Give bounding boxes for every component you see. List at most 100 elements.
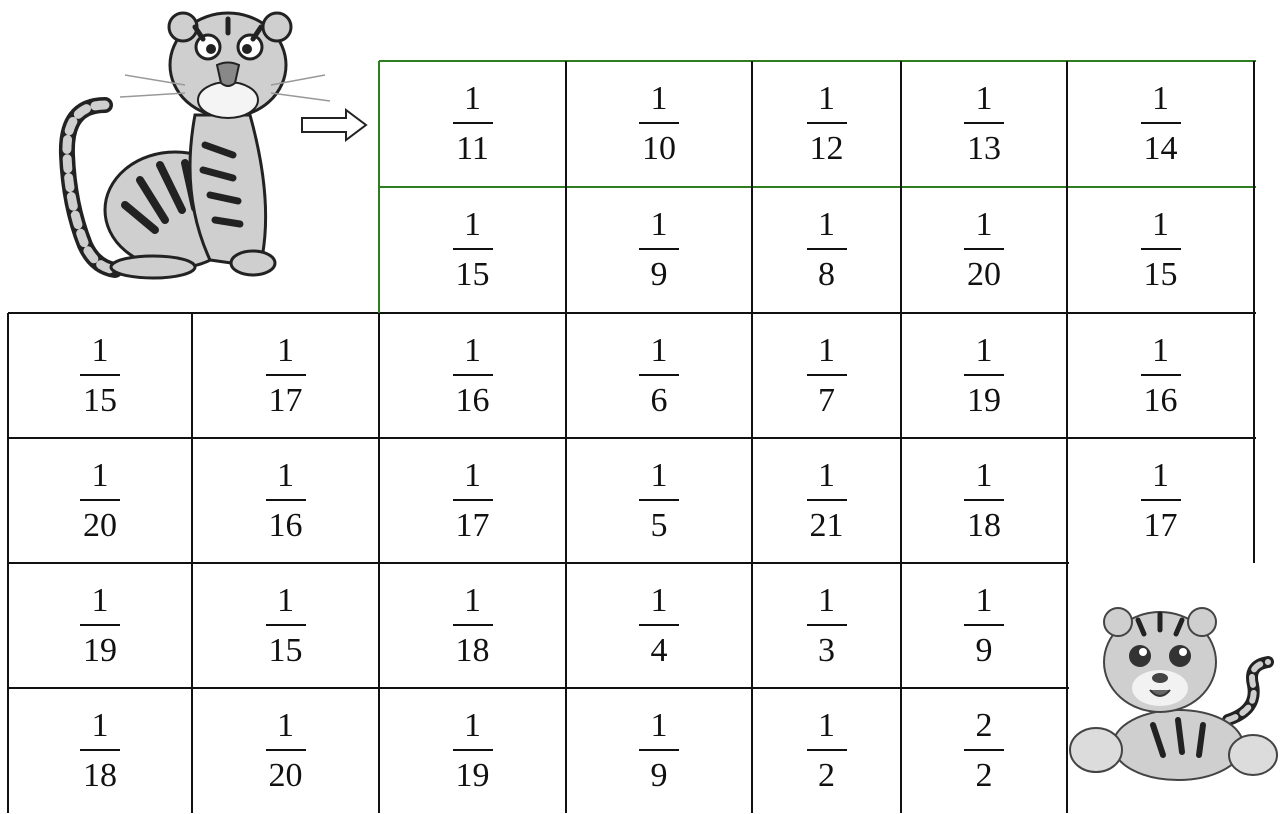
fraction: 14 [639, 584, 679, 668]
grid-line [900, 61, 902, 313]
denominator: 20 [967, 250, 1001, 292]
grid-line [8, 437, 1256, 439]
numerator: 1 [976, 584, 993, 624]
numerator: 1 [976, 82, 993, 122]
numerator: 1 [92, 334, 109, 374]
grid-line [8, 687, 1069, 689]
numerator: 1 [818, 709, 835, 749]
fraction: 118 [453, 584, 493, 668]
numerator: 1 [464, 709, 481, 749]
fraction: 114 [1141, 82, 1181, 166]
numerator: 1 [277, 709, 294, 749]
denominator: 2 [976, 751, 993, 793]
numerator: 1 [651, 459, 668, 499]
numerator: 2 [976, 709, 993, 749]
denominator: 21 [810, 501, 844, 543]
numerator: 1 [976, 208, 993, 248]
fraction: 116 [266, 459, 306, 543]
numerator: 1 [976, 459, 993, 499]
grid-line [379, 186, 1256, 188]
denominator: 2 [818, 751, 835, 793]
grid-line [1066, 313, 1068, 813]
numerator: 1 [277, 584, 294, 624]
denominator: 16 [456, 376, 490, 418]
denominator: 10 [642, 124, 676, 166]
numerator: 1 [464, 208, 481, 248]
fraction: 19 [639, 709, 679, 793]
numerator: 1 [976, 334, 993, 374]
denominator: 9 [651, 751, 668, 793]
grid-line [1066, 61, 1068, 313]
grid-line [1253, 313, 1255, 563]
numerator: 1 [92, 709, 109, 749]
grid-line [751, 61, 753, 313]
denominator: 12 [810, 124, 844, 166]
numerator: 1 [464, 459, 481, 499]
numerator: 1 [464, 584, 481, 624]
denominator: 5 [651, 501, 668, 543]
numerator: 1 [818, 82, 835, 122]
grid-line [565, 313, 567, 813]
numerator: 1 [651, 709, 668, 749]
denominator: 15 [1144, 250, 1178, 292]
fraction: 110 [639, 82, 679, 166]
denominator: 8 [818, 250, 835, 292]
grid-line [565, 61, 567, 313]
denominator: 17 [456, 501, 490, 543]
fraction: 116 [453, 334, 493, 418]
denominator: 15 [83, 376, 117, 418]
denominator: 17 [269, 376, 303, 418]
denominator: 16 [269, 501, 303, 543]
grid-line [7, 313, 9, 813]
denominator: 3 [818, 626, 835, 668]
fraction: 118 [80, 709, 120, 793]
numerator: 1 [92, 584, 109, 624]
denominator: 9 [976, 626, 993, 668]
denominator: 13 [967, 124, 1001, 166]
grid-line [378, 313, 380, 813]
